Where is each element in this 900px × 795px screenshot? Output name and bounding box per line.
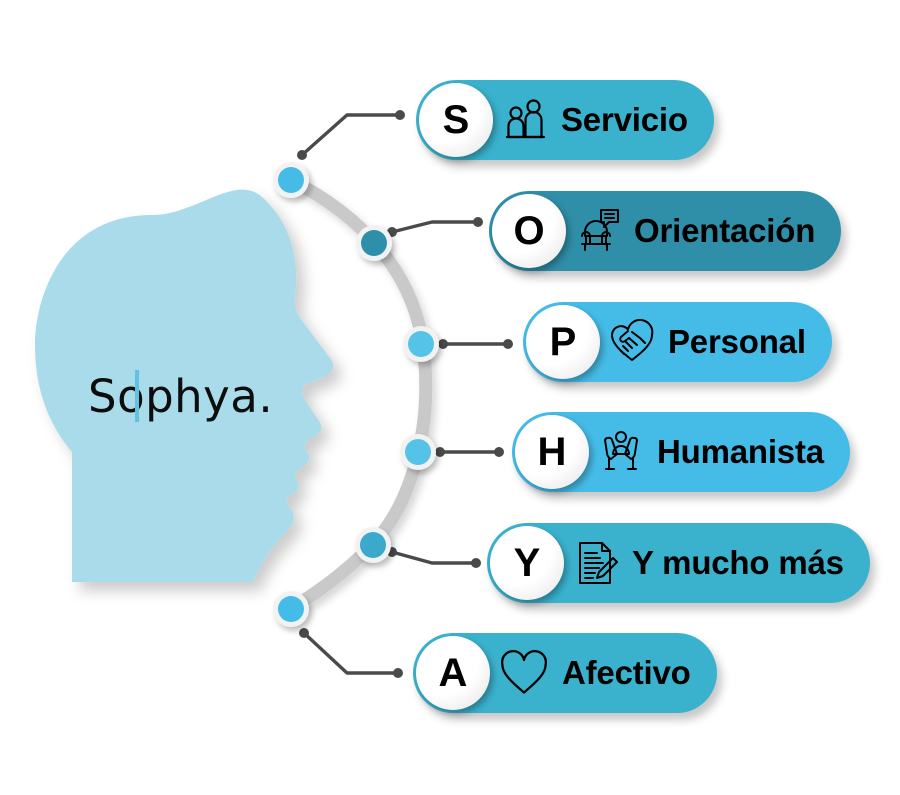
item-label-orientacion: Orientación [634,212,816,249]
letter-badge-y: Y [490,526,564,600]
arc-node-humanista[interactable] [400,434,436,470]
heart-outline-icon [498,647,550,699]
letter-badge-p: P [526,305,600,379]
leader-line-orientacion [387,217,483,237]
arc-node-servicio[interactable] [273,162,309,198]
item-label-personal: Personal [668,323,806,360]
document-pencil-icon [572,539,620,587]
letter-badge-h-text: H [537,430,567,474]
item-label-afectivo: Afectivo [562,654,691,691]
leader-line-personal [438,339,513,349]
letter-badge-o: O [492,194,566,268]
person-in-hands-icon [597,428,645,476]
leader-line-humanista [435,447,504,457]
heart-handshake-icon [608,318,656,366]
arc-node-orientacion[interactable] [356,225,392,261]
brand-logo: Sophya. [88,366,298,426]
item-pill-afectivo[interactable]: A Afectivo [413,633,717,713]
item-pill-personal[interactable]: P Personal [523,302,832,382]
letter-badge-s-text: S [442,98,470,142]
item-label-y-mucho-mas: Y mucho más [632,544,844,581]
letter-badge-o-text: O [513,209,545,253]
letter-badge-h: H [515,415,589,489]
item-pill-orientacion[interactable]: O Orientación [489,191,842,271]
letter-badge-y-text: Y [513,541,541,585]
letter-badge-a-text: A [438,651,468,695]
item-label-humanista: Humanista [657,433,824,470]
item-pill-y-mucho-mas[interactable]: Y Y mucho más [487,523,870,603]
item-pill-humanista[interactable]: H Humanista [512,412,850,492]
backbone-arc [284,173,433,616]
letter-badge-a: A [416,636,490,710]
arc-node-personal[interactable] [403,326,439,362]
couch-speech-bubble-icon [574,207,622,255]
brand-logo-text: Sophya. [88,369,274,423]
item-label-servicio: Servicio [561,101,688,138]
letter-badge-p-text: P [549,320,577,364]
arc-node-afectivo[interactable] [273,591,309,627]
item-pill-servicio[interactable]: S Servicio [416,80,714,160]
leader-line-servicio [297,110,405,160]
leader-line-afectivo [299,628,403,678]
leader-line-y-mucho-mas [387,547,481,568]
two-people-icon [501,96,549,144]
letter-badge-s: S [419,83,493,157]
brand-logo-accent-bar [135,370,139,422]
arc-node-y-mucho-mas[interactable] [355,527,391,563]
